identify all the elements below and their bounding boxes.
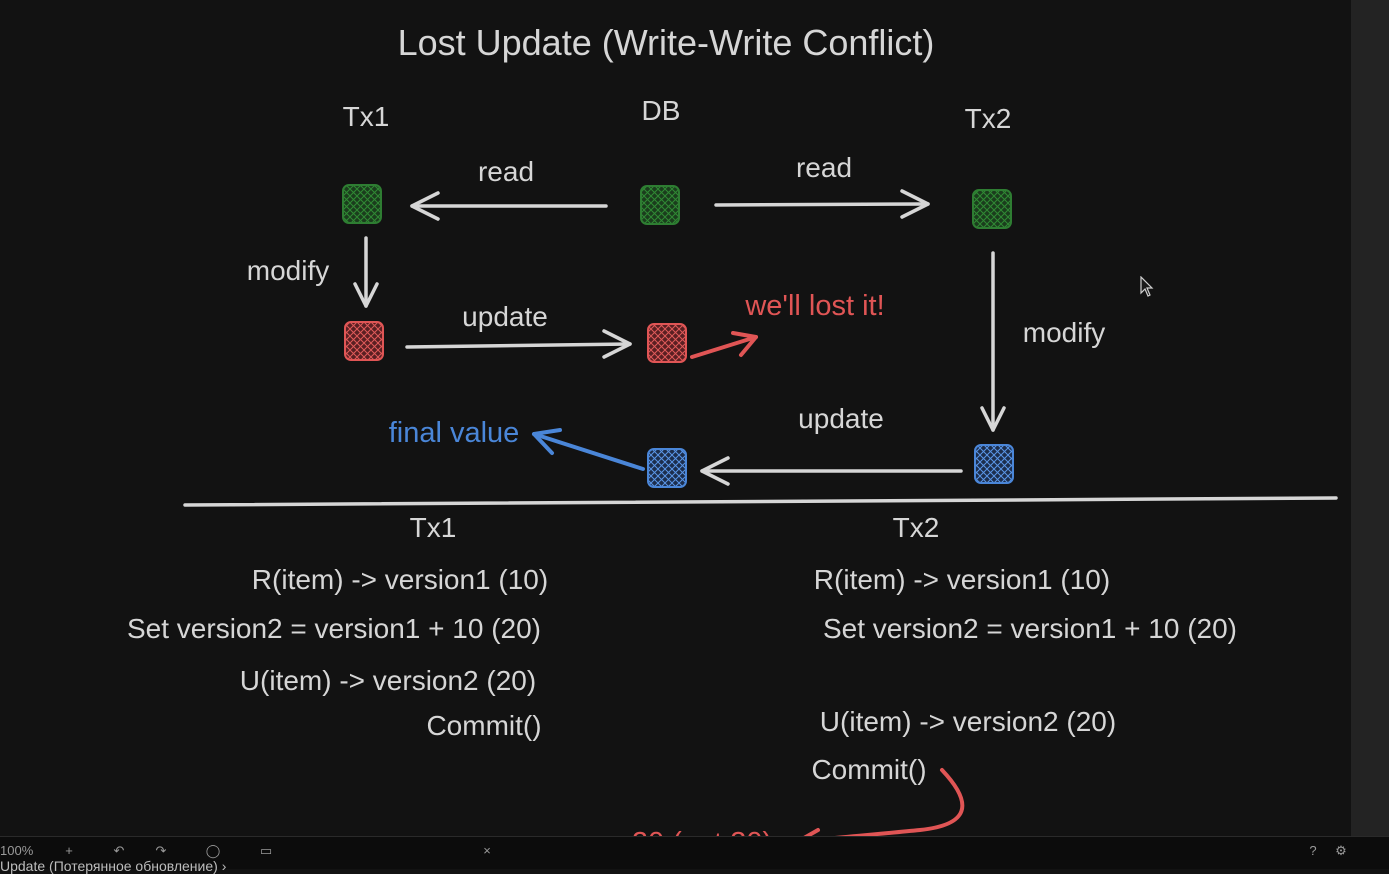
read-arrow-left <box>410 191 608 221</box>
tx2-column-label: Tx2 <box>965 103 1012 134</box>
read-label-left: read <box>478 156 534 187</box>
db-final-node <box>647 448 687 488</box>
tx2-line-read: R(item) -> version1 (10) <box>814 564 1110 595</box>
tx1-line-commit: Commit() <box>426 710 541 741</box>
modify-label-left: modify <box>247 255 329 286</box>
tx1-column-label: Tx1 <box>343 101 390 132</box>
modify-arrow-right <box>980 251 1006 432</box>
tx1-line-read: R(item) -> version1 (10) <box>252 564 548 595</box>
final-value-label: final value <box>389 417 520 449</box>
tx2-read-node <box>972 189 1012 229</box>
update-label-top: update <box>462 301 548 332</box>
zoom-level[interactable]: 100% <box>0 843 34 858</box>
db-initial-node <box>640 185 680 225</box>
settings-icon[interactable]: ⚙ <box>1335 843 1347 858</box>
undo-icon[interactable]: ↶ <box>113 843 125 858</box>
lost-arrow <box>690 331 758 359</box>
comment-icon[interactable]: ◯ <box>205 843 221 858</box>
mouse-cursor-icon <box>1140 276 1154 297</box>
page-title: Lost Update (Write-Write Conflict) <box>398 22 935 63</box>
tx2-line-update: U(item) -> version2 (20) <box>820 706 1116 737</box>
final-value-arrow <box>532 428 645 471</box>
tx1-heading: Tx1 <box>410 512 457 543</box>
read-label-right: read <box>796 152 852 183</box>
close-icon[interactable]: × <box>483 843 491 858</box>
bottom-toolbar: 100% + ↶ ↷ ◯ ▭ × ? ⚙ <box>0 836 1389 869</box>
db-lost-node <box>647 323 687 363</box>
read-arrow-right <box>714 189 930 219</box>
tx1-modified-node <box>344 321 384 361</box>
update-arrow-bottom <box>700 456 963 486</box>
tx2-line-set: Set version2 = version1 + 10 (20) <box>823 613 1237 644</box>
tx2-heading: Tx2 <box>893 512 940 543</box>
tx2-line-commit: Commit() <box>811 754 926 785</box>
tx1-line-update: U(item) -> version2 (20) <box>240 665 536 696</box>
vertical-scrollbar[interactable] <box>1351 0 1389 836</box>
slide-caption: Update (Потерянное обновление) › <box>0 858 227 874</box>
note-icon[interactable]: ▭ <box>259 843 273 858</box>
modify-label-right: modify <box>1023 317 1105 348</box>
update-label-bottom: update <box>798 403 884 434</box>
tx1-read-node <box>342 184 382 224</box>
update-arrow-top <box>405 329 632 359</box>
lost-label: we'll lost it! <box>744 290 884 322</box>
redo-icon[interactable]: ↷ <box>155 843 167 858</box>
modify-arrow-left <box>353 236 379 308</box>
scrollbar-thumb[interactable] <box>1351 0 1389 836</box>
tx2-modified-node <box>974 444 1014 484</box>
separator-line <box>183 496 1338 507</box>
add-icon[interactable]: + <box>65 843 73 858</box>
help-icon[interactable]: ? <box>1309 843 1317 858</box>
db-column-label: DB <box>642 95 681 126</box>
tx1-line-set: Set version2 = version1 + 10 (20) <box>127 613 541 644</box>
